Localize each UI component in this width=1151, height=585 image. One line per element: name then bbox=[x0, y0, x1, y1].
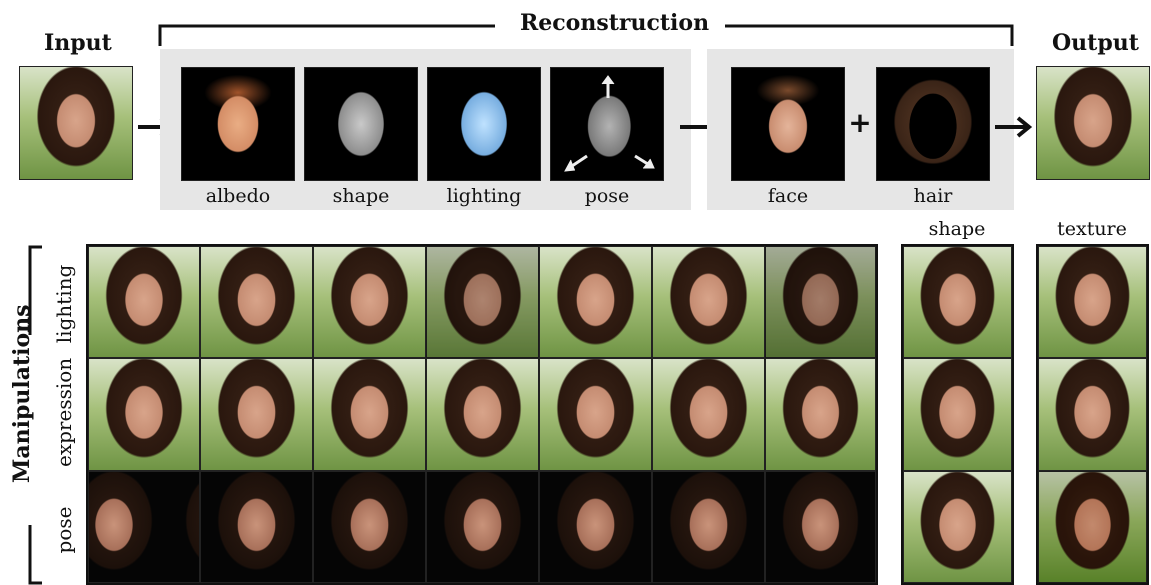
face-image bbox=[731, 67, 845, 181]
lighting-variant bbox=[426, 246, 539, 358]
lighting-variant bbox=[652, 246, 765, 358]
texture-variant bbox=[1038, 358, 1147, 471]
expression-variant bbox=[652, 358, 765, 471]
output-image bbox=[1036, 66, 1150, 180]
expression-variant bbox=[539, 358, 652, 471]
pose-variant bbox=[765, 471, 876, 583]
shape-image bbox=[304, 67, 418, 181]
texture-column bbox=[1036, 244, 1149, 585]
shape-column-label: shape bbox=[928, 218, 986, 240]
input-title: Input bbox=[44, 30, 112, 56]
lighting-variant bbox=[765, 246, 876, 358]
pose-variant bbox=[200, 471, 313, 583]
row-label-expression: expression bbox=[52, 357, 76, 467]
lighting-variant bbox=[200, 246, 313, 358]
pose-variant bbox=[313, 471, 426, 583]
output-label: face bbox=[767, 185, 809, 207]
pose-variant bbox=[652, 471, 765, 583]
expression-variant bbox=[426, 358, 539, 471]
albedo-image bbox=[181, 67, 295, 181]
lighting-variant bbox=[539, 246, 652, 358]
row-label-pose: pose bbox=[52, 506, 76, 554]
pose-variant bbox=[88, 471, 200, 583]
manipulations-title: Manipulations bbox=[9, 304, 35, 483]
expression-variant bbox=[765, 358, 876, 471]
shape-variant bbox=[903, 471, 1012, 583]
component-label: shape bbox=[332, 185, 390, 207]
texture-variant bbox=[1038, 471, 1147, 583]
manipulations-bracket bbox=[28, 245, 42, 585]
lighting-variant bbox=[313, 246, 426, 358]
texture-variant bbox=[1038, 246, 1147, 358]
output-label: hair bbox=[913, 185, 953, 207]
reconstruction-bracket bbox=[158, 24, 1014, 46]
output-title: Output bbox=[1052, 30, 1139, 56]
expression-variant bbox=[313, 358, 426, 471]
expression-variant bbox=[200, 358, 313, 471]
texture-column-label: texture bbox=[1057, 218, 1127, 240]
expression-variant bbox=[88, 358, 200, 471]
lighting-variant bbox=[88, 246, 200, 358]
plus-sign: + bbox=[848, 106, 872, 139]
arrow-icon bbox=[995, 116, 1033, 138]
shape-column bbox=[901, 244, 1014, 585]
reconstruction-title: Reconstruction bbox=[520, 10, 710, 36]
pose-variant bbox=[426, 471, 539, 583]
manipulation-grid bbox=[86, 244, 878, 585]
component-label: pose bbox=[584, 185, 630, 207]
shape-variant bbox=[903, 246, 1012, 358]
component-label: albedo bbox=[205, 185, 271, 207]
pose-image bbox=[550, 67, 664, 181]
pose-variant bbox=[539, 471, 652, 583]
input-image bbox=[19, 66, 133, 180]
row-label-lighting: lighting bbox=[52, 264, 76, 344]
lighting-image bbox=[427, 67, 541, 181]
component-label: lighting bbox=[446, 185, 522, 207]
hair-image bbox=[876, 67, 990, 181]
shape-variant bbox=[903, 358, 1012, 471]
